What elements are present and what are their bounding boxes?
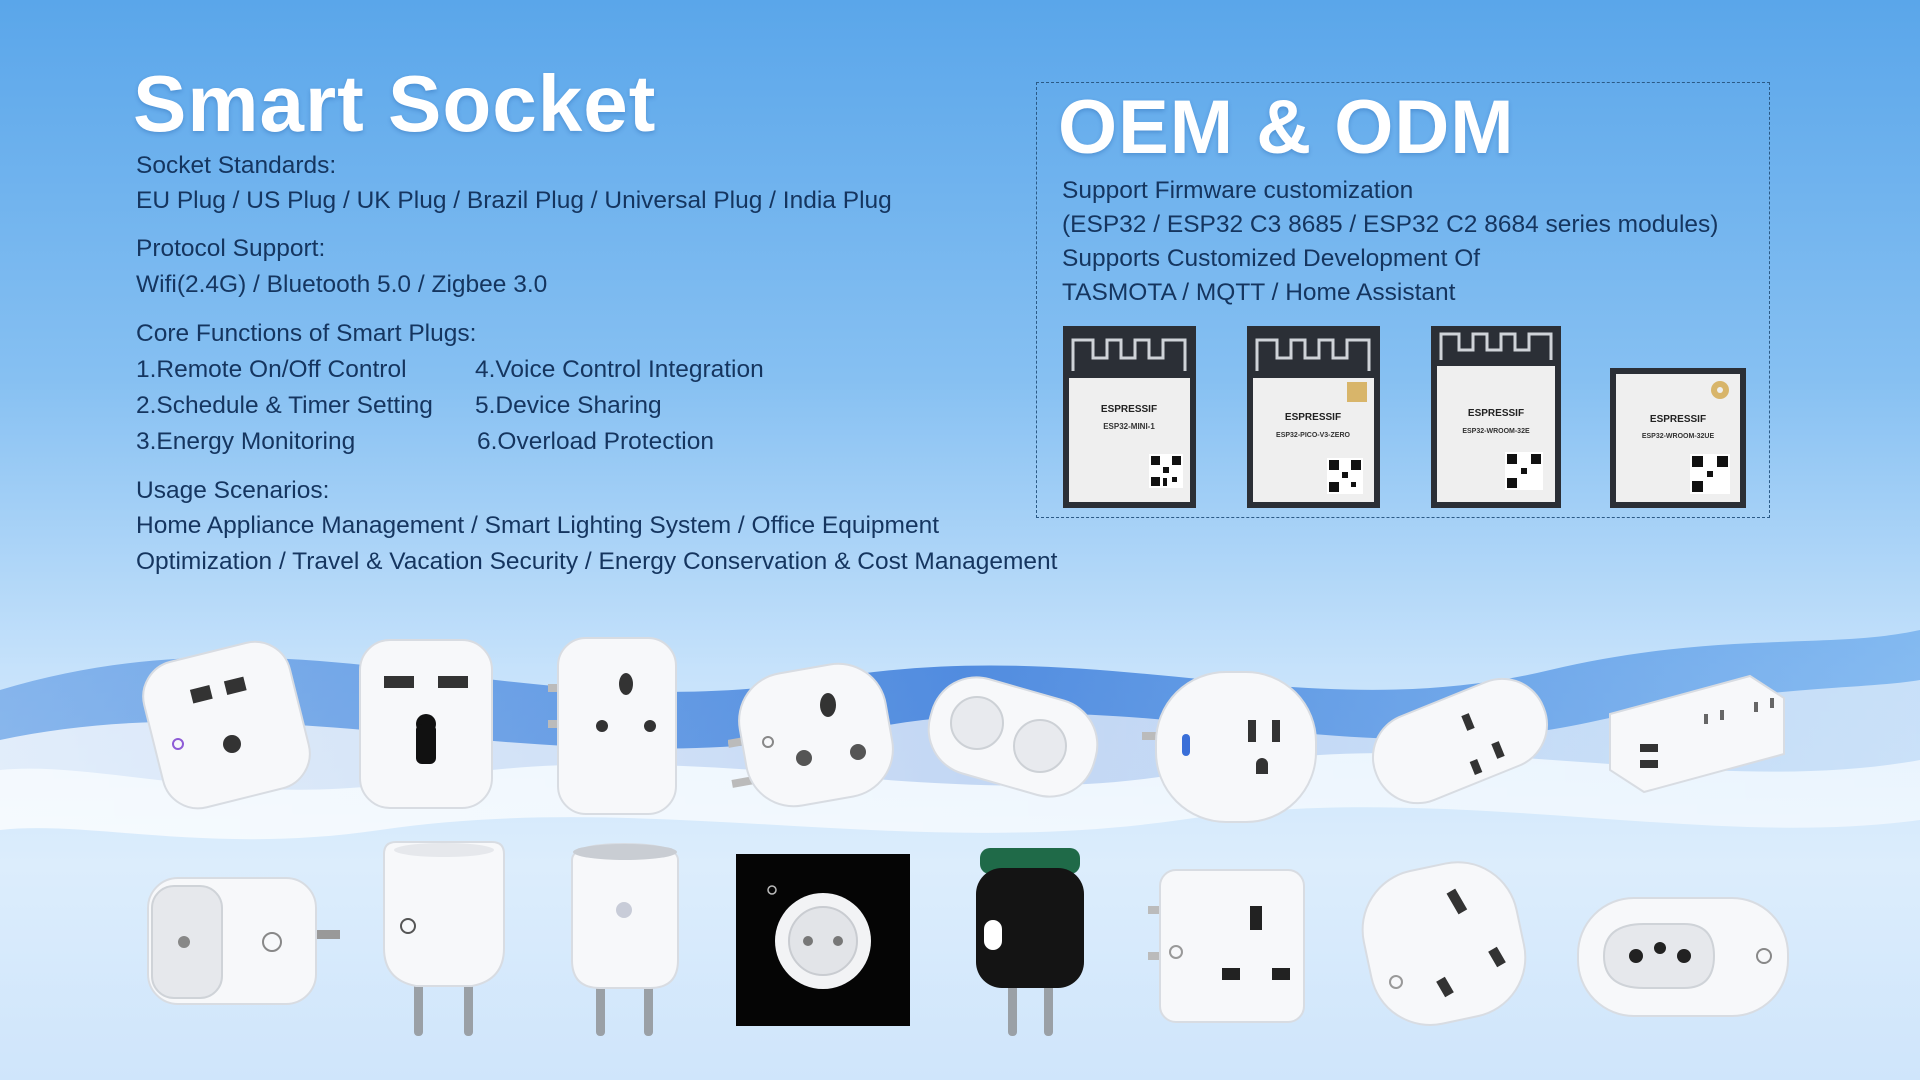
qr-code-icon [1149, 454, 1183, 488]
protocol-support-value: Wifi(2.4G) / Bluetooth 5.0 / Zigbee 3.0 [136, 271, 548, 298]
oem-odm-panel [1036, 82, 1770, 518]
india-smart-plug-image [548, 637, 677, 815]
oem-line: (ESP32 / ESP32 C3 8685 / ESP32 C2 8684 s… [1062, 211, 1719, 238]
dual-eu-smart-plug-image [927, 676, 1099, 798]
oem-line: Support Firmware customization [1062, 177, 1414, 204]
protocol-support-heading: Protocol Support: [136, 235, 326, 262]
universal-smart-plug-image [359, 639, 493, 809]
page-title: Smart Socket [133, 59, 657, 148]
qr-code-icon [1505, 452, 1543, 490]
eu-smart-plug-image [142, 640, 311, 810]
india-round-smart-plug-image [728, 662, 894, 808]
esp32-module-image: ESPRESSIF ESP32-WROOM-32UE [1610, 368, 1746, 508]
uk-round-smart-plug-image [1361, 861, 1527, 1026]
module-model: ESP32-PICO-V3-ZERO [1276, 432, 1350, 439]
esp32-module-image: ESPRESSIF ESP32-PICO-V3-ZERO [1247, 326, 1380, 508]
module-brand: ESPRESSIF [1468, 408, 1524, 419]
usage-scenarios-line: Home Appliance Management / Smart Lighti… [136, 512, 940, 539]
module-model: ESP32-WROOM-32UE [1642, 433, 1715, 440]
qr-code-icon [1327, 458, 1363, 494]
module-model: ESP32-MINI-1 [1103, 422, 1155, 431]
socket-standards-heading: Socket Standards: [136, 152, 337, 179]
black-wall-socket-image [736, 854, 910, 1026]
module-model: ESP32-WROOM-32E [1462, 428, 1530, 435]
function-item: 6.Overload Protection [477, 428, 714, 455]
eu-side-smart-plug-image [147, 877, 340, 1005]
us-dual-outlet-usb-plug-image [1609, 674, 1785, 794]
eu-round-top-plug-image [571, 842, 679, 1036]
oem-odm-title: OEM & ODM [1058, 85, 1515, 170]
uk-smart-plug-image [1148, 869, 1305, 1023]
esp32-module-image: ESPRESSIF ESP32-WROOM-32E [1431, 326, 1561, 508]
module-brand: ESPRESSIF [1101, 404, 1157, 415]
oem-line: TASMOTA / MQTT / Home Assistant [1062, 279, 1456, 306]
eu-plug-with-pins-image [383, 841, 505, 1036]
socket-standards-value: EU Plug / US Plug / UK Plug / Brazil Plu… [136, 187, 892, 214]
esp32-module-image: ESPRESSIF ESP32-MINI-1 [1063, 326, 1196, 508]
oem-line: Supports Customized Development Of [1062, 245, 1481, 272]
brazil-smart-plug-image [1577, 897, 1789, 1017]
function-item: 2.Schedule & Timer Setting [136, 392, 433, 419]
us-round-smart-plug-image [1142, 671, 1317, 823]
usage-scenarios-heading: Usage Scenarios: [136, 477, 330, 504]
outdoor-eu-plug-image [976, 848, 1084, 1036]
function-item: 3.Energy Monitoring [136, 428, 356, 455]
qr-code-icon [1690, 454, 1730, 494]
function-item: 5.Device Sharing [475, 392, 662, 419]
module-brand: ESPRESSIF [1650, 414, 1706, 425]
us-smart-plug-image [1371, 677, 1549, 805]
function-item: 1.Remote On/Off Control [136, 356, 407, 383]
function-item: 4.Voice Control Integration [475, 356, 764, 383]
module-brand: ESPRESSIF [1285, 412, 1341, 423]
core-functions-heading: Core Functions of Smart Plugs: [136, 320, 477, 347]
usage-scenarios-line: Optimization / Travel & Vacation Securit… [136, 548, 1058, 575]
